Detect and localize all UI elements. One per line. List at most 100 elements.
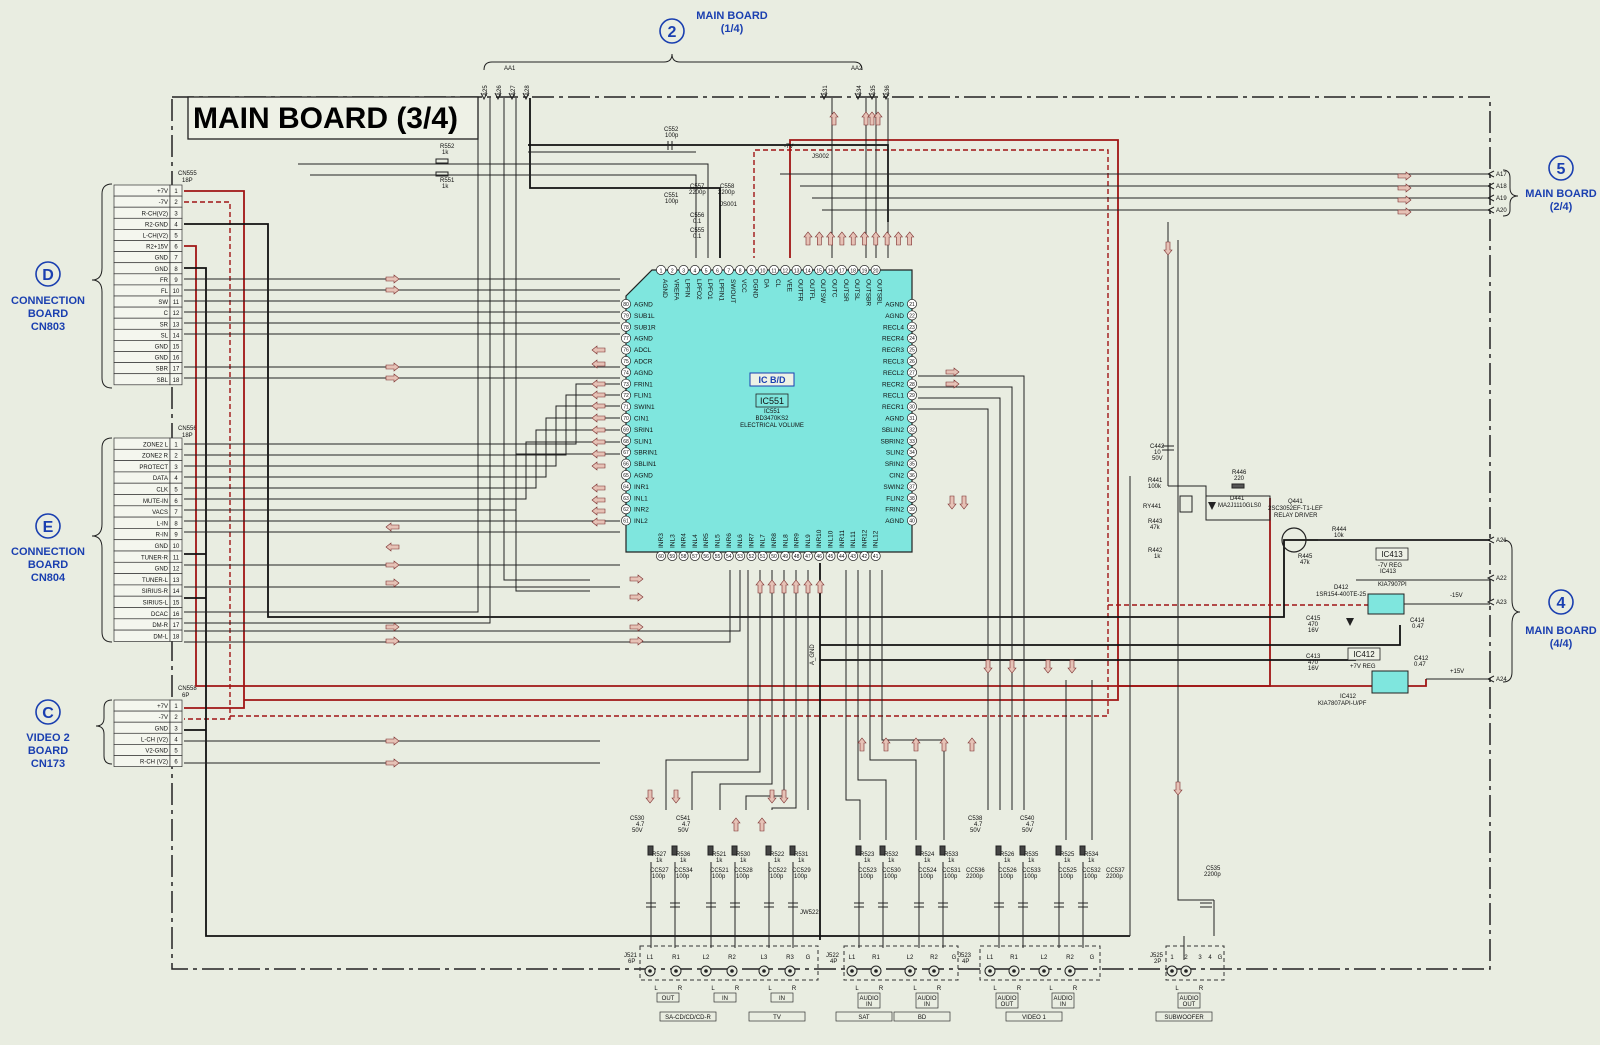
- ref-num-2: 2: [668, 24, 677, 41]
- c541-val: 4.7: [682, 822, 691, 828]
- r441-ref: R441: [1148, 478, 1163, 484]
- cn556-pins: 18P: [182, 433, 193, 439]
- ic-pin-circle: [814, 265, 825, 275]
- ic-pin-circle: [848, 265, 859, 275]
- ic-pin-number: 20: [873, 269, 879, 275]
- ic-pin-number: 63: [623, 496, 629, 502]
- cn555-pin-number: 10: [173, 289, 180, 295]
- resistor-icon: [765, 845, 772, 856]
- ic-pin-number: 16: [828, 269, 834, 275]
- signal-arrow-icon: [967, 737, 977, 752]
- ic-pin-name: INL7: [760, 534, 767, 548]
- ic-pin-circle: [907, 378, 917, 389]
- d412-symbol: [1346, 618, 1354, 626]
- cn556-num-cell: [169, 629, 183, 642]
- c442-ref: C442: [1150, 444, 1165, 450]
- signal-arrow-icon: [591, 449, 606, 459]
- ic-pin-circle: [621, 378, 631, 389]
- j525-ref: J525: [1150, 953, 1164, 959]
- c413-ref: C413: [1306, 654, 1321, 660]
- jack-lr-label: R: [678, 986, 683, 992]
- ic-name-box: [755, 393, 789, 408]
- ic-pin-name: LPFO1: [706, 279, 713, 300]
- jack-pin-label: L1: [647, 955, 654, 961]
- cn558-pin-label: L-CH (V2): [141, 737, 168, 743]
- relay-section: C442 10 50V R441 100k RY441 R443 47k R44…: [1143, 444, 1347, 566]
- cn555-pin-label: FL: [161, 289, 169, 295]
- js002-label: JS002: [812, 154, 830, 160]
- cn555-pin-number: 9: [174, 278, 178, 284]
- ic-pin-name: INL5: [715, 534, 722, 548]
- ic-pin-number: 75: [623, 359, 629, 365]
- cn556-pin-label: GND: [155, 567, 169, 573]
- ic-pin-number: 15: [816, 269, 822, 275]
- ic412-desc: +7V REG: [1350, 664, 1376, 670]
- ic-pin-number: 80: [623, 302, 629, 308]
- bus-pin-label: A26: [497, 85, 503, 96]
- cn556-pin-label: TUNER-R: [141, 555, 169, 561]
- pos15v: +15V: [1450, 669, 1464, 675]
- jack-pin-label: R1: [872, 955, 880, 961]
- neg15v: -15V: [1450, 593, 1463, 599]
- ic551-pins: 1AGND2VREFA3LPFIN4LPFO25LPFO16LPFIN17SWO…: [621, 265, 917, 561]
- jack-group-top: IN: [722, 996, 728, 1002]
- ic-pin-name: AGND: [661, 279, 668, 298]
- resistor-ref: R524: [920, 852, 935, 858]
- signal-arrow-icon: [939, 737, 949, 752]
- ic-pin-circle: [621, 504, 631, 515]
- ic-pin-number: 32: [909, 427, 915, 433]
- cap-val: 100p: [676, 874, 690, 880]
- ic-pin-circle: [621, 310, 631, 321]
- signal-arrow-icon: [385, 522, 400, 532]
- ic413-ref: IC413: [1381, 550, 1403, 559]
- jack-lr-label: L: [913, 986, 917, 992]
- signal-arrow-icon: [945, 367, 960, 377]
- ic-pin-name: INR7: [748, 533, 755, 548]
- cn556-pin-label: R-IN: [156, 533, 168, 539]
- cap-val: 100p: [770, 874, 784, 880]
- resistor-ref: R534: [1084, 852, 1099, 858]
- signal-arrow-icon: [814, 231, 824, 246]
- ic-pin-number: 60: [658, 554, 664, 560]
- cap-ref: CC529: [792, 868, 811, 874]
- signal-arrow-icon: [591, 437, 606, 447]
- j521-pins: 6P: [628, 959, 635, 965]
- ic-pin-number: 38: [909, 496, 915, 502]
- cn556-pin-label: DCAC: [151, 612, 169, 618]
- ic-pin-number: 41: [873, 554, 879, 560]
- c556-ref: C556: [690, 213, 705, 219]
- ref-4-line2: (4/4): [1550, 638, 1573, 650]
- ic-pin-circle: [621, 401, 631, 412]
- ref-d-line2: BOARD: [28, 308, 68, 320]
- ic-pin-name: AGND: [885, 518, 904, 525]
- ic-pin-name: FLIN1: [634, 393, 652, 400]
- signal-arrow-icon: [591, 390, 606, 400]
- bus-pin-label: A31: [823, 85, 829, 96]
- ic-pin-name: CIN1: [634, 416, 649, 423]
- ic-pin-circle: [836, 265, 847, 275]
- bus-pin-label: A28: [525, 85, 531, 96]
- c558-ref: C558: [720, 184, 735, 190]
- resistor-icon: [731, 845, 738, 856]
- offpage-left-d: D CONNECTION BOARD CN803: [11, 261, 85, 333]
- cn556-pin-number: 10: [173, 544, 180, 550]
- ic-pin-circle: [656, 265, 666, 275]
- js001-label: JS001: [720, 202, 738, 208]
- brace-d: [91, 183, 113, 389]
- bus-pin-arrow: [508, 92, 516, 101]
- ref-4-line1: MAIN BOARD: [1525, 625, 1597, 637]
- cap-val: 100p: [1000, 874, 1014, 880]
- cn555-pin-label: -7V: [159, 200, 168, 206]
- ic-pin-number: 21: [909, 302, 915, 308]
- ic-function: ELECTRICAL VOLUME: [740, 423, 804, 429]
- ic-pin-name: INL6: [737, 534, 744, 548]
- cn558-pin-number: 4: [174, 737, 178, 743]
- signal-arrow-icon: [959, 495, 969, 510]
- cn555-pin-label: +7V: [157, 189, 168, 195]
- jack-lr-label: L: [768, 986, 772, 992]
- resistor-ref: R533: [944, 852, 959, 858]
- r552-val: 1k: [442, 150, 449, 156]
- jack-group-top: IN: [924, 1002, 930, 1008]
- cn555-pin-number: 16: [173, 356, 180, 362]
- bus-pin-label: A34: [857, 85, 863, 96]
